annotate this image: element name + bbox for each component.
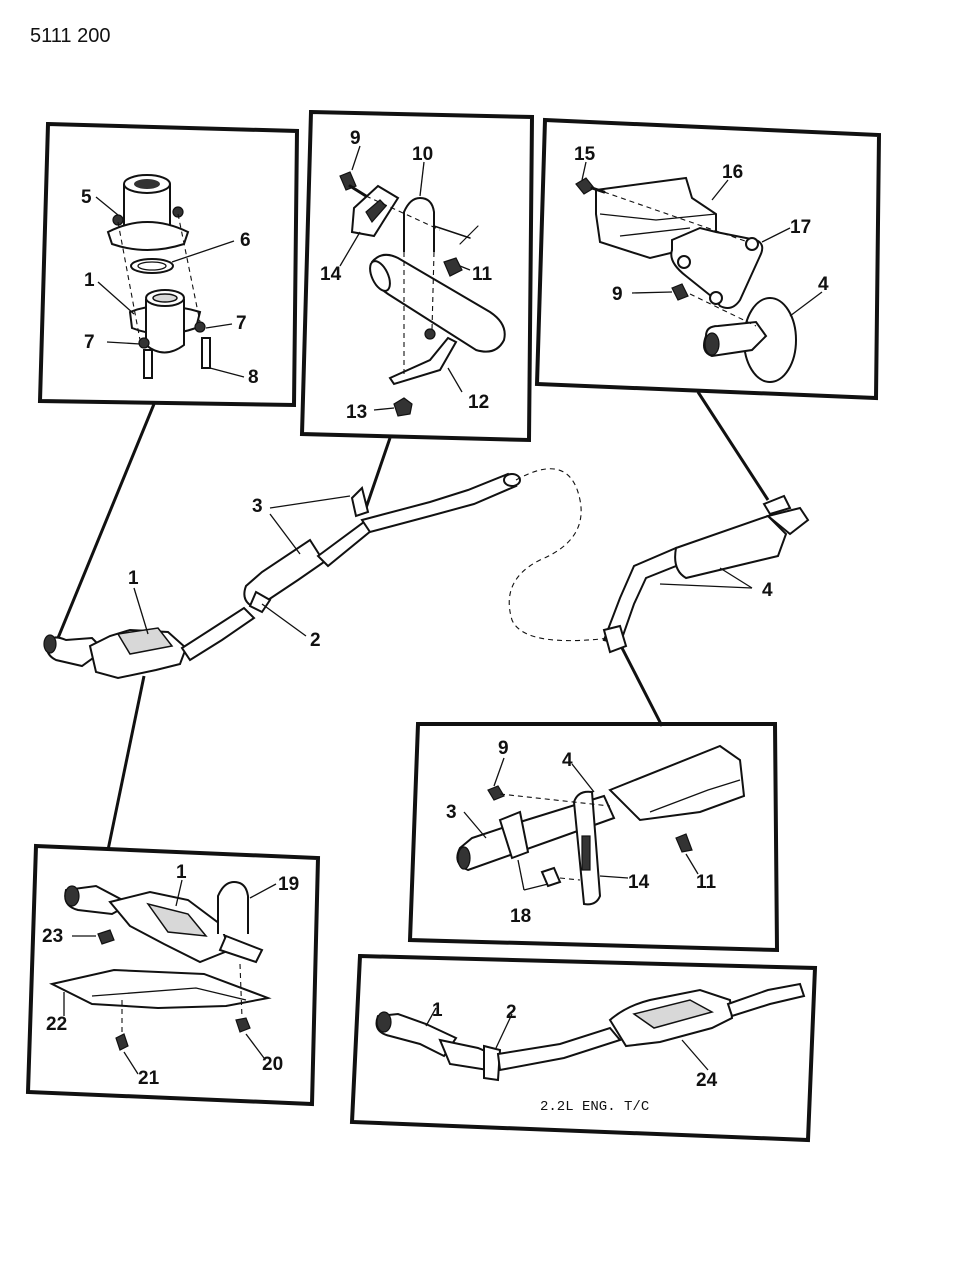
flange-upper-pipe	[106, 174, 190, 251]
catalytic-converter	[43, 606, 256, 680]
callout-8: 8	[248, 367, 259, 388]
muffler-tailpipe	[602, 494, 810, 654]
callout-14: 14	[320, 264, 342, 285]
callout-23: 23	[42, 926, 63, 947]
callout-22: 22	[46, 1014, 67, 1035]
callout-2: 2	[310, 630, 321, 651]
detail-frame-bottom-right	[349, 953, 818, 1143]
detail-frame-top-right	[534, 117, 882, 401]
callout-1: 1	[432, 1000, 443, 1021]
callout-15: 15	[574, 144, 596, 165]
bracket	[388, 336, 458, 386]
resonator-pipe	[243, 472, 521, 614]
callout-24: 24	[696, 1070, 718, 1091]
callout-9: 9	[612, 284, 623, 305]
callout-3: 3	[446, 802, 457, 823]
callout-16: 16	[722, 162, 743, 183]
callout-9: 9	[350, 128, 361, 149]
nut	[393, 397, 413, 417]
callout-11: 11	[472, 264, 493, 285]
callout-18: 18	[510, 906, 531, 927]
callout-7: 7	[84, 332, 95, 353]
hanger-link	[670, 226, 764, 309]
callout-21: 21	[138, 1068, 160, 1089]
detail-heat-shield: 1 19 23 22 21 20	[25, 843, 321, 1107]
detail-flange-gasket: 5 6 1 7 7 8	[37, 121, 300, 408]
detail-hanger-ubolt: 9 10 14 11 12 13	[299, 109, 535, 443]
callout-19: 19	[278, 874, 299, 895]
callout-13: 13	[346, 402, 367, 423]
main-exhaust-assembly: 1 3 2 4	[43, 391, 810, 851]
detail-frame-middle-right	[407, 722, 780, 953]
callout-4: 4	[562, 750, 573, 771]
flange-lower-pipe	[128, 289, 211, 379]
callout-6: 6	[240, 230, 251, 251]
u-bolt	[403, 196, 435, 252]
detail-frame-bottom-left	[25, 843, 321, 1107]
detail-frame-hanger: 9 4 3 14 11 18	[407, 722, 780, 953]
tailpipe-outlet	[703, 320, 768, 358]
detail-frame-top-left	[37, 121, 300, 408]
document-number: 5111 200	[30, 25, 110, 47]
detail-frame-top-center	[299, 109, 535, 443]
detail-tailpipe-bracket: 15 16 17 9 4	[534, 117, 882, 401]
callout-4: 4	[818, 274, 829, 295]
callout-1: 1	[128, 568, 139, 589]
callout-7: 7	[236, 313, 247, 334]
nut	[443, 257, 463, 277]
frame-member	[608, 744, 746, 822]
callout-5: 5	[81, 187, 92, 208]
callout-11: 11	[696, 872, 717, 893]
engine-caption: 2.2L ENG. T/C	[540, 1099, 649, 1115]
callout-4: 4	[762, 580, 773, 601]
gasket-ring	[130, 258, 174, 274]
callout-12: 12	[468, 392, 489, 413]
clamp	[483, 1044, 502, 1082]
callout-17: 17	[790, 217, 811, 238]
callout-3: 3	[252, 496, 263, 517]
bolt	[339, 171, 368, 198]
callout-20: 20	[262, 1054, 283, 1075]
u-bolt	[217, 880, 249, 934]
heat-shield	[49, 968, 272, 1010]
callout-1: 1	[84, 270, 95, 291]
callout-14: 14	[628, 872, 650, 893]
callout-9: 9	[498, 738, 509, 759]
detail-turbo-variant: 1 2 24 2.2L ENG. T/C	[349, 953, 818, 1143]
muffler	[674, 514, 788, 580]
callout-1: 1	[176, 862, 187, 883]
callout-10: 10	[412, 144, 433, 165]
callout-2: 2	[506, 1002, 517, 1023]
